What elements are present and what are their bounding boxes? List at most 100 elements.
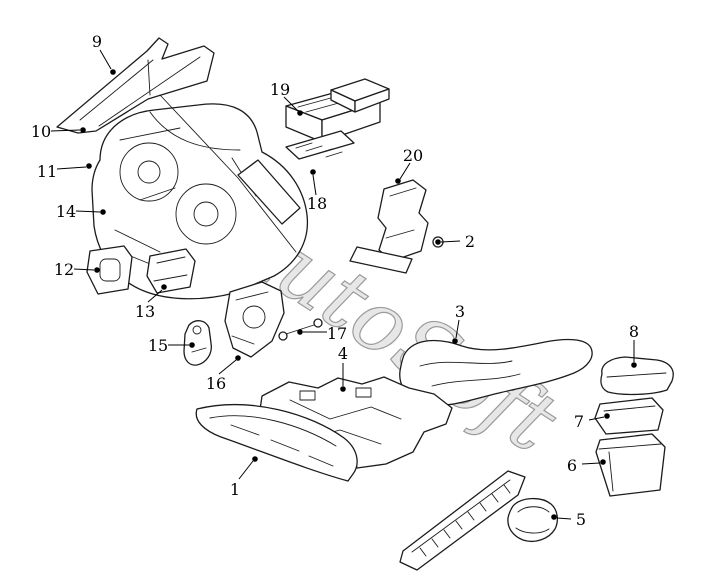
part-9-wheelhouse-strut[interactable] [56,37,215,134]
part-detail [419,484,511,557]
leader-line-3 [455,319,460,339]
part-detail [242,305,266,329]
part-outline [146,248,196,294]
callout-label-7[interactable]: 7 [574,412,584,431]
part-detail [153,256,188,282]
part-detail [149,94,297,253]
part-lid [354,88,390,113]
callout-label-5[interactable]: 5 [576,510,586,529]
leader-line-9 [99,49,112,70]
part-6-box[interactable] [595,433,666,497]
part-detail [603,405,656,412]
callout-label-3[interactable]: 3 [455,302,465,321]
part-outline [285,130,355,160]
part-outline [377,179,429,262]
callout-label-10[interactable]: 10 [31,122,51,141]
leader-line-10 [50,129,81,132]
part-16-bracket-assembly[interactable] [224,281,285,358]
leader-dot-16 [235,355,241,361]
leader-lines [50,49,637,520]
part-detail [231,291,269,345]
part-detail [515,506,550,534]
callout-label-1[interactable]: 1 [230,480,240,499]
part-18-base-plate[interactable] [285,130,355,160]
part-detail [193,201,219,227]
callout-label-14[interactable]: 14 [56,202,76,221]
callout-label-4[interactable]: 4 [338,344,348,363]
leader-dot-18 [310,169,316,175]
callout-label-8[interactable]: 8 [629,322,639,341]
part-13-bracket[interactable] [146,248,196,294]
callout-label-18[interactable]: 18 [307,194,327,213]
leader-dot-2 [435,239,441,245]
callout-label-17[interactable]: 17 [327,324,347,343]
callout-labels: 1 2 3 4 5 6 7 8 9 10 11 12 13 14 15 16 1… [31,32,639,529]
part-detail [411,479,511,553]
callout-label-2[interactable]: 2 [465,232,475,251]
part-outline [91,103,309,300]
part-detail [175,183,237,245]
leader-line-16 [218,359,237,375]
part-detail [385,187,417,239]
part-15-mount[interactable] [183,320,212,366]
callout-label-15[interactable]: 15 [148,336,168,355]
leader-dot-9 [110,69,116,75]
callout-label-19[interactable]: 19 [270,80,290,99]
leader-line-11 [56,166,87,170]
part-detail [313,318,323,328]
part-5-bracket[interactable] [507,497,558,543]
part-8-cover[interactable] [600,356,674,396]
part-7-tray[interactable] [594,397,664,435]
leader-line-13 [147,289,163,303]
part-detail [278,331,288,341]
part-detail [355,387,372,398]
callout-label-20[interactable]: 20 [403,146,423,165]
part-detail [237,159,301,225]
part-12-gasket-plate[interactable] [86,245,133,295]
part-detail [99,258,121,282]
leader-line-2 [440,240,461,243]
part-1-front-lower-panel[interactable] [195,403,358,482]
part-outline [600,356,674,396]
leader-dot-17 [297,329,303,335]
part-detail [419,360,521,387]
leader-dot-4 [340,386,346,392]
leader-line-5 [556,517,572,520]
leader-dot-15 [189,342,195,348]
leader-line-18 [312,174,317,196]
part-detail [79,56,201,127]
leader-dot-11 [86,163,92,169]
leader-line-12 [73,268,95,271]
part-20-support-bracket[interactable] [349,179,429,274]
leader-line-1 [238,460,254,480]
part-outline [86,245,133,295]
leader-dot-10 [80,127,86,133]
leader-line-7 [588,416,605,421]
part-sill-strip[interactable] [399,470,526,571]
part-outline [195,403,358,482]
leader-dot-7 [604,413,610,419]
part-detail [119,142,179,202]
callout-label-16[interactable]: 16 [206,374,226,393]
part-outline [56,37,215,134]
leader-dot-20 [395,178,401,184]
callout-label-11[interactable]: 11 [37,162,57,181]
part-11-front-body-assembly[interactable] [91,94,309,300]
part-outline [183,320,212,366]
part-outline [399,470,526,571]
leader-dot-5 [551,514,557,520]
part-outline [507,497,558,543]
callout-label-6[interactable]: 6 [567,456,577,475]
callout-label-13[interactable]: 13 [135,302,155,321]
part-outline [349,246,413,274]
callout-label-9[interactable]: 9 [92,32,102,51]
leader-dot-12 [94,267,100,273]
part-outline [224,281,285,358]
part-outline [595,433,666,497]
leader-line-14 [75,210,101,213]
leader-line-20 [399,162,411,180]
callout-label-12[interactable]: 12 [54,260,74,279]
leader-dot-1 [252,456,258,462]
